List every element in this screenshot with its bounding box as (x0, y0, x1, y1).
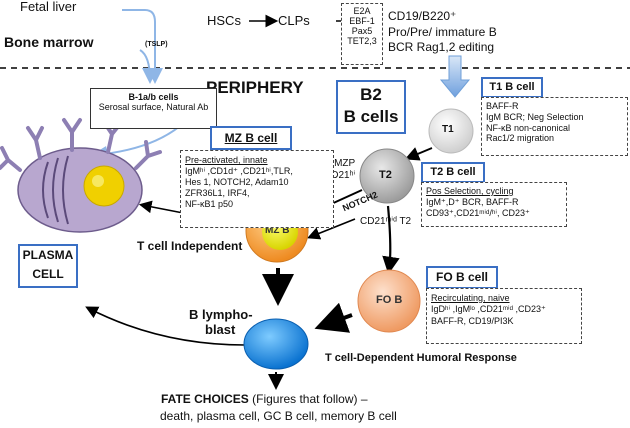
lymphoblast-cell (243, 318, 309, 370)
fate-title-line: FATE CHOICES (Figures that follow) – (161, 392, 368, 407)
tf-line: E2A (353, 6, 371, 16)
b2-cells-box: B2 B cells (336, 80, 406, 134)
periphery-title: PERIPHERY (206, 78, 304, 97)
output-line: Pro/Pre/ immature B (388, 24, 497, 39)
fo-cell (357, 269, 421, 333)
fate-title-rest: (Figures that follow) – (248, 392, 368, 406)
t1-cell (428, 108, 474, 154)
t2-detail: IgM⁺,D⁺ BCR, BAFF-R (426, 196, 519, 207)
bone-marrow-output: CD19/B220⁺ Pro/Pre/ immature B BCR Rag1,… (388, 9, 497, 56)
fetal-liver-label: Fetal liver (20, 0, 77, 14)
hscs-label: HSCs (207, 13, 241, 28)
blast-label-line: B lympho- (189, 307, 253, 322)
bone-marrow-down-arrow (439, 55, 471, 98)
plasma-cell-label: PLASMA CELL (18, 244, 78, 288)
mz-detail: Hes 1, NOTCH2, Adam10 (185, 176, 289, 187)
plasma-label-line: PLASMA (22, 248, 74, 262)
mz-header: MZ B cell (210, 126, 292, 150)
fate-outcomes: death, plasma cell, GC B cell, memory B … (160, 409, 397, 423)
fo-header: FO B cell (426, 266, 498, 289)
blast-label-line: blast (205, 321, 236, 337)
fo-detail: IgDʰⁱ ,IgMˡᵒ ,CD21ᵐⁱᵈ ,CD23⁺ (431, 304, 546, 315)
t2-fo-arrow (382, 205, 400, 275)
lymphoblast-label: B lympho- blast (189, 307, 253, 338)
bone-marrow-label: Bone marrow (4, 34, 94, 50)
mz-cell-label: MZ B (265, 225, 290, 236)
t2-cell-label: T2 (379, 169, 392, 181)
b2-title-line: B cells (343, 107, 399, 126)
fo-blast-arrow (314, 302, 353, 333)
clps-label: CLPs (278, 13, 310, 28)
b1-desc: Serosal surface, Natural Ab (98, 102, 209, 112)
b1-cells-box: B-1a/b cells Serosal surface, Natural Ab (90, 88, 217, 129)
transcription-factor-box: E2A EBF-1 Pax5 TET2,3 (341, 3, 383, 65)
bone-marrow-b1-arrow (139, 49, 158, 84)
t2-mzp-line: CD21ʰⁱ (324, 169, 356, 181)
t1-detail: NF-κB non-canonical (486, 122, 571, 133)
t2-cell (359, 148, 415, 204)
mz-details-box: Pre-activated, innate IgMʰⁱ ,CD1d⁺ ,CD21… (180, 150, 334, 228)
b2-title-line: B2 (360, 85, 382, 104)
blast-plasma-arrow (85, 306, 246, 346)
tf-line: EBF-1 (349, 16, 375, 26)
fo-details-box: Recirculating, naive IgDʰⁱ ,IgMˡᵒ ,CD21ᵐ… (426, 288, 582, 344)
t1-header: T1 B cell (481, 77, 543, 98)
t1-detail: Rac1/2 migration (486, 133, 555, 144)
fo-detail: Recirculating, naive (431, 293, 510, 303)
mz-detail: NF-κB1 p50 (185, 198, 234, 209)
t2-mzp-label: T2-MZP CD21ʰⁱ (318, 158, 355, 181)
t2-detail: Pos Selection, cycling (426, 186, 514, 196)
t1-cell-label: T1 (442, 124, 454, 135)
tf-line: Pax5 (351, 26, 373, 36)
t-cell-dependent-label: T cell-Dependent Humoral Response (325, 352, 517, 364)
mz-detail: ZFR36L1, IRF4, (185, 187, 250, 198)
plasma-cell-graphic (0, 118, 162, 233)
t1-detail: IgM BCR; Neg Selection (486, 111, 584, 122)
fo-cell-label: FO B (376, 294, 403, 306)
output-line: BCR Rag1,2 editing (388, 40, 495, 55)
plasma-label-line: CELL (32, 267, 64, 281)
t2-mzp-line: T2-MZP (319, 158, 356, 169)
output-line: CD19/B220⁺ (388, 9, 457, 23)
fetal-liver-arrow (122, 9, 163, 84)
t1-details-box: BAFF-R IgM BCR; Neg Selection NF-κB non-… (481, 97, 628, 156)
t1-t2-arrow (404, 147, 433, 161)
t2-header: T2 B cell (421, 162, 485, 183)
t1-detail: BAFF-R (486, 101, 519, 111)
mz-detail: IgMʰⁱ ,CD1d⁺ ,CD21ʰⁱ,TLR, (185, 165, 293, 176)
fo-detail: BAFF-R, CD19/PI3K (431, 315, 514, 326)
fate-title: FATE CHOICES (161, 392, 249, 406)
t2-detail: CD93⁺,CD21ᵐⁱᵈ/ʰⁱ, CD23⁺ (426, 207, 530, 218)
mz-detail: Pre-activated, innate (185, 155, 268, 165)
t2mid-mz-arrow (307, 218, 356, 240)
t-cell-independent-label: T cell Independent (137, 239, 243, 253)
cd21mid-t2-label: CD21ᵐⁱᵈ T2 (360, 216, 412, 227)
t2-details-box: Pos Selection, cycling IgM⁺,D⁺ BCR, BAFF… (421, 182, 567, 227)
b1-title: B-1a/b cells (128, 92, 179, 102)
tslp-label: (TSLP) (145, 41, 168, 48)
tf-line: TET2,3 (347, 36, 377, 46)
